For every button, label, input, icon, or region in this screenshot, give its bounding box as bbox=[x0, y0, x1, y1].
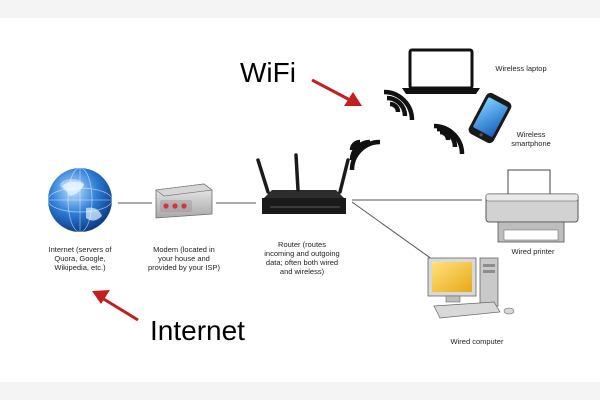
laptop-icon bbox=[402, 48, 480, 94]
globe-icon bbox=[47, 167, 113, 233]
wifi-waves-smartphone-icon bbox=[433, 123, 465, 155]
computer-icon bbox=[427, 257, 515, 319]
router-label: Router (routes incoming and outgoing dat… bbox=[264, 240, 340, 276]
computer-label: Wired computer bbox=[450, 337, 504, 346]
modem-icon bbox=[155, 183, 213, 219]
bottom-band bbox=[0, 382, 600, 400]
internet-arrow-icon bbox=[92, 290, 139, 322]
wifi-headline: WiFi bbox=[240, 57, 296, 88]
modem-label: Modem (located in your house and provide… bbox=[147, 245, 221, 272]
wifi-waves-laptop-icon bbox=[383, 89, 415, 121]
smartphone-icon bbox=[468, 92, 512, 144]
connection-lines bbox=[118, 199, 482, 263]
internet-headline: Internet bbox=[150, 315, 245, 346]
line-router-computer bbox=[351, 201, 437, 263]
internet-label: Internet (servers of Quora, Google, Wiki… bbox=[48, 245, 112, 272]
printer-icon bbox=[485, 169, 579, 243]
wifi-arrow-icon bbox=[311, 78, 362, 106]
wifi-waves-router-icon bbox=[349, 139, 381, 171]
laptop-label: Wireless laptop bbox=[495, 64, 547, 73]
router-icon bbox=[256, 153, 350, 214]
top-band bbox=[0, 0, 600, 18]
printer-label: Wired printer bbox=[511, 247, 555, 256]
smartphone-label: Wireless smartphone bbox=[511, 130, 551, 148]
